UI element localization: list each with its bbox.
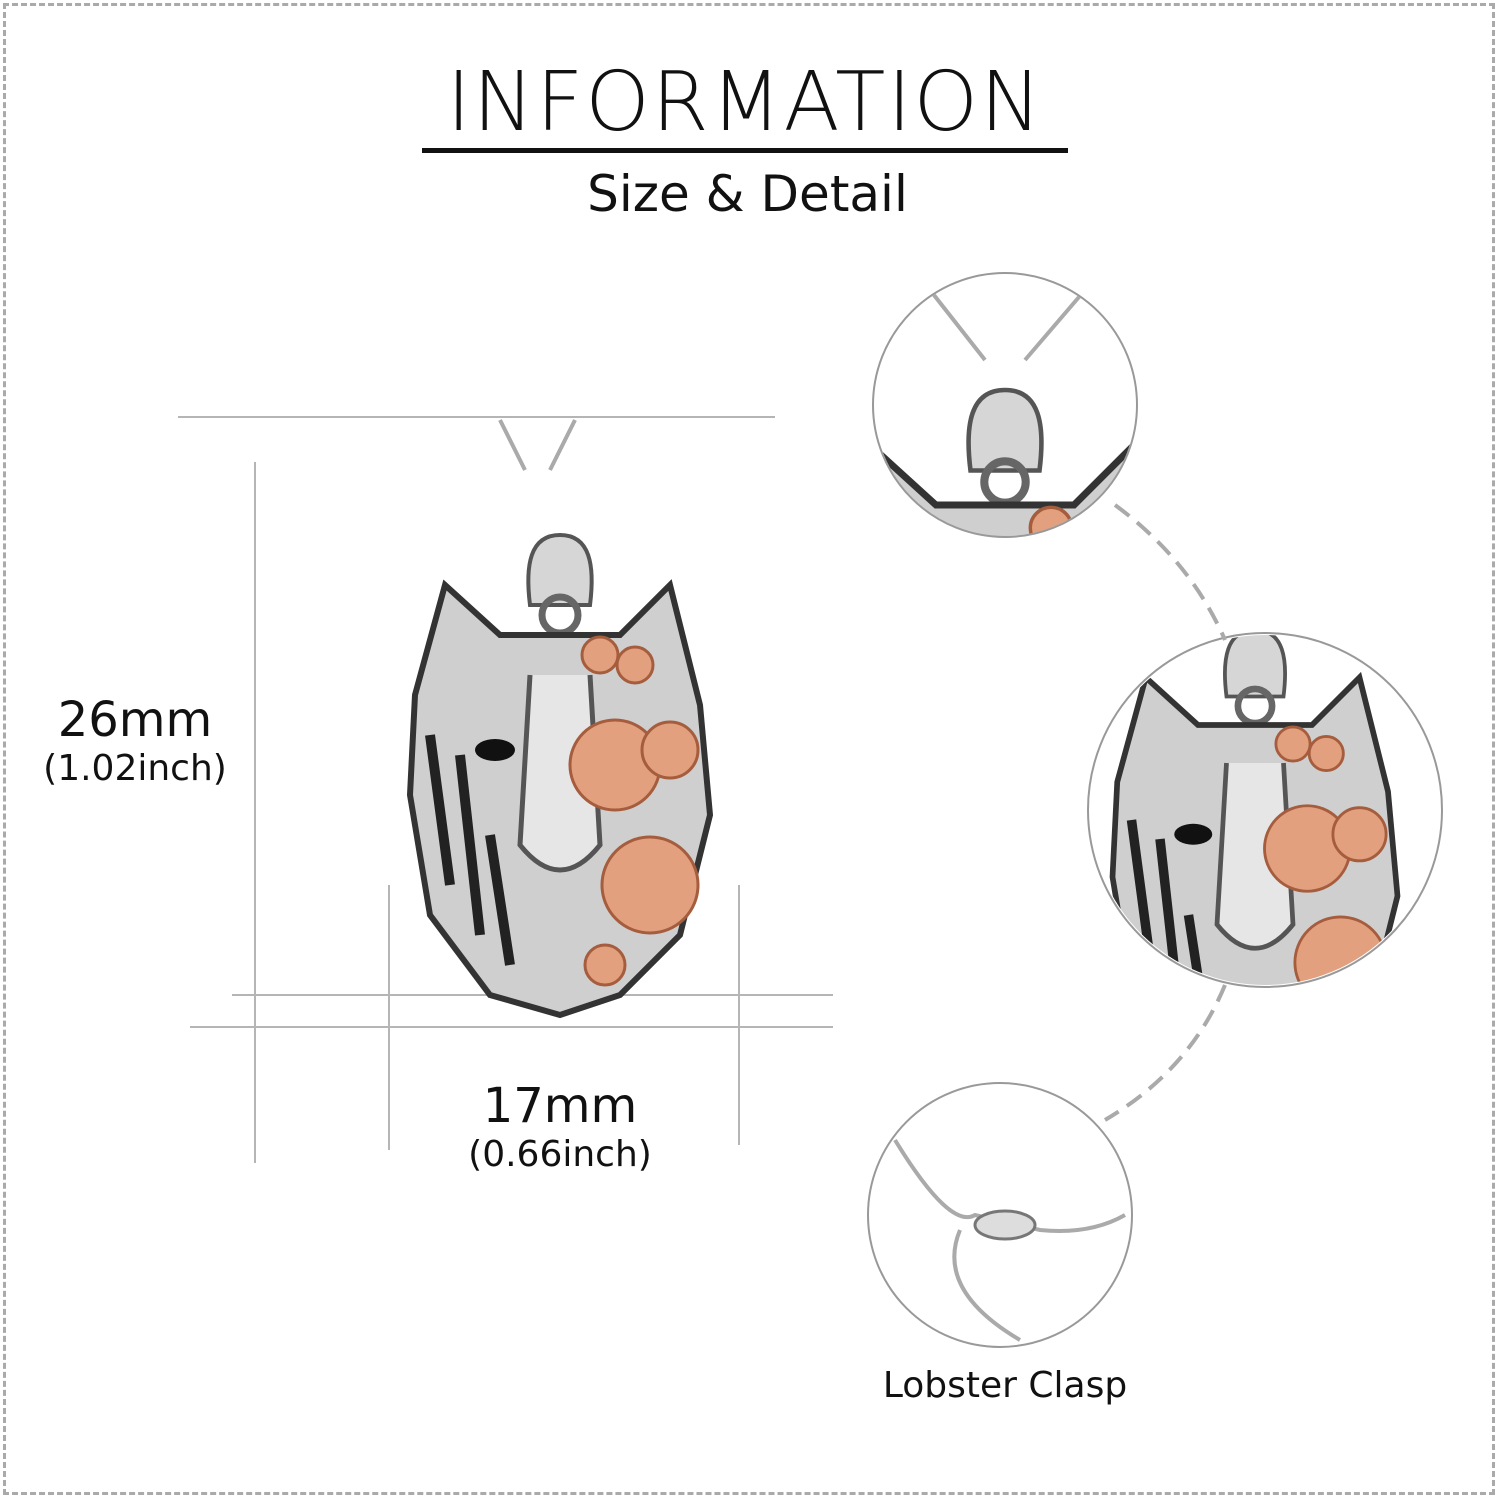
width-inch: (0.66inch): [468, 1134, 652, 1175]
detail-circle-clasp: [893, 1138, 1126, 1342]
page-subtitle: Size & Detail: [587, 165, 908, 223]
height-dimension: 26mm (1.02inch): [20, 692, 250, 789]
width-dimension: 17mm (0.66inch): [440, 1078, 680, 1175]
height-mm: 26mm: [57, 692, 213, 748]
page-title: INFORMATION: [446, 55, 1044, 150]
height-inch: (1.02inch): [43, 748, 227, 789]
title-underline: [422, 148, 1068, 153]
pendant-main-image: [410, 419, 710, 1015]
detail-circle-bail: [833, 288, 1178, 942]
detail-circle-face: [1113, 630, 1398, 1086]
connector-dashes: [1103, 503, 1227, 1122]
width-mm: 17mm: [482, 1078, 638, 1134]
lobster-clasp-label: Lobster Clasp: [882, 1365, 1128, 1406]
dashed-frame: [3, 3, 1495, 1495]
